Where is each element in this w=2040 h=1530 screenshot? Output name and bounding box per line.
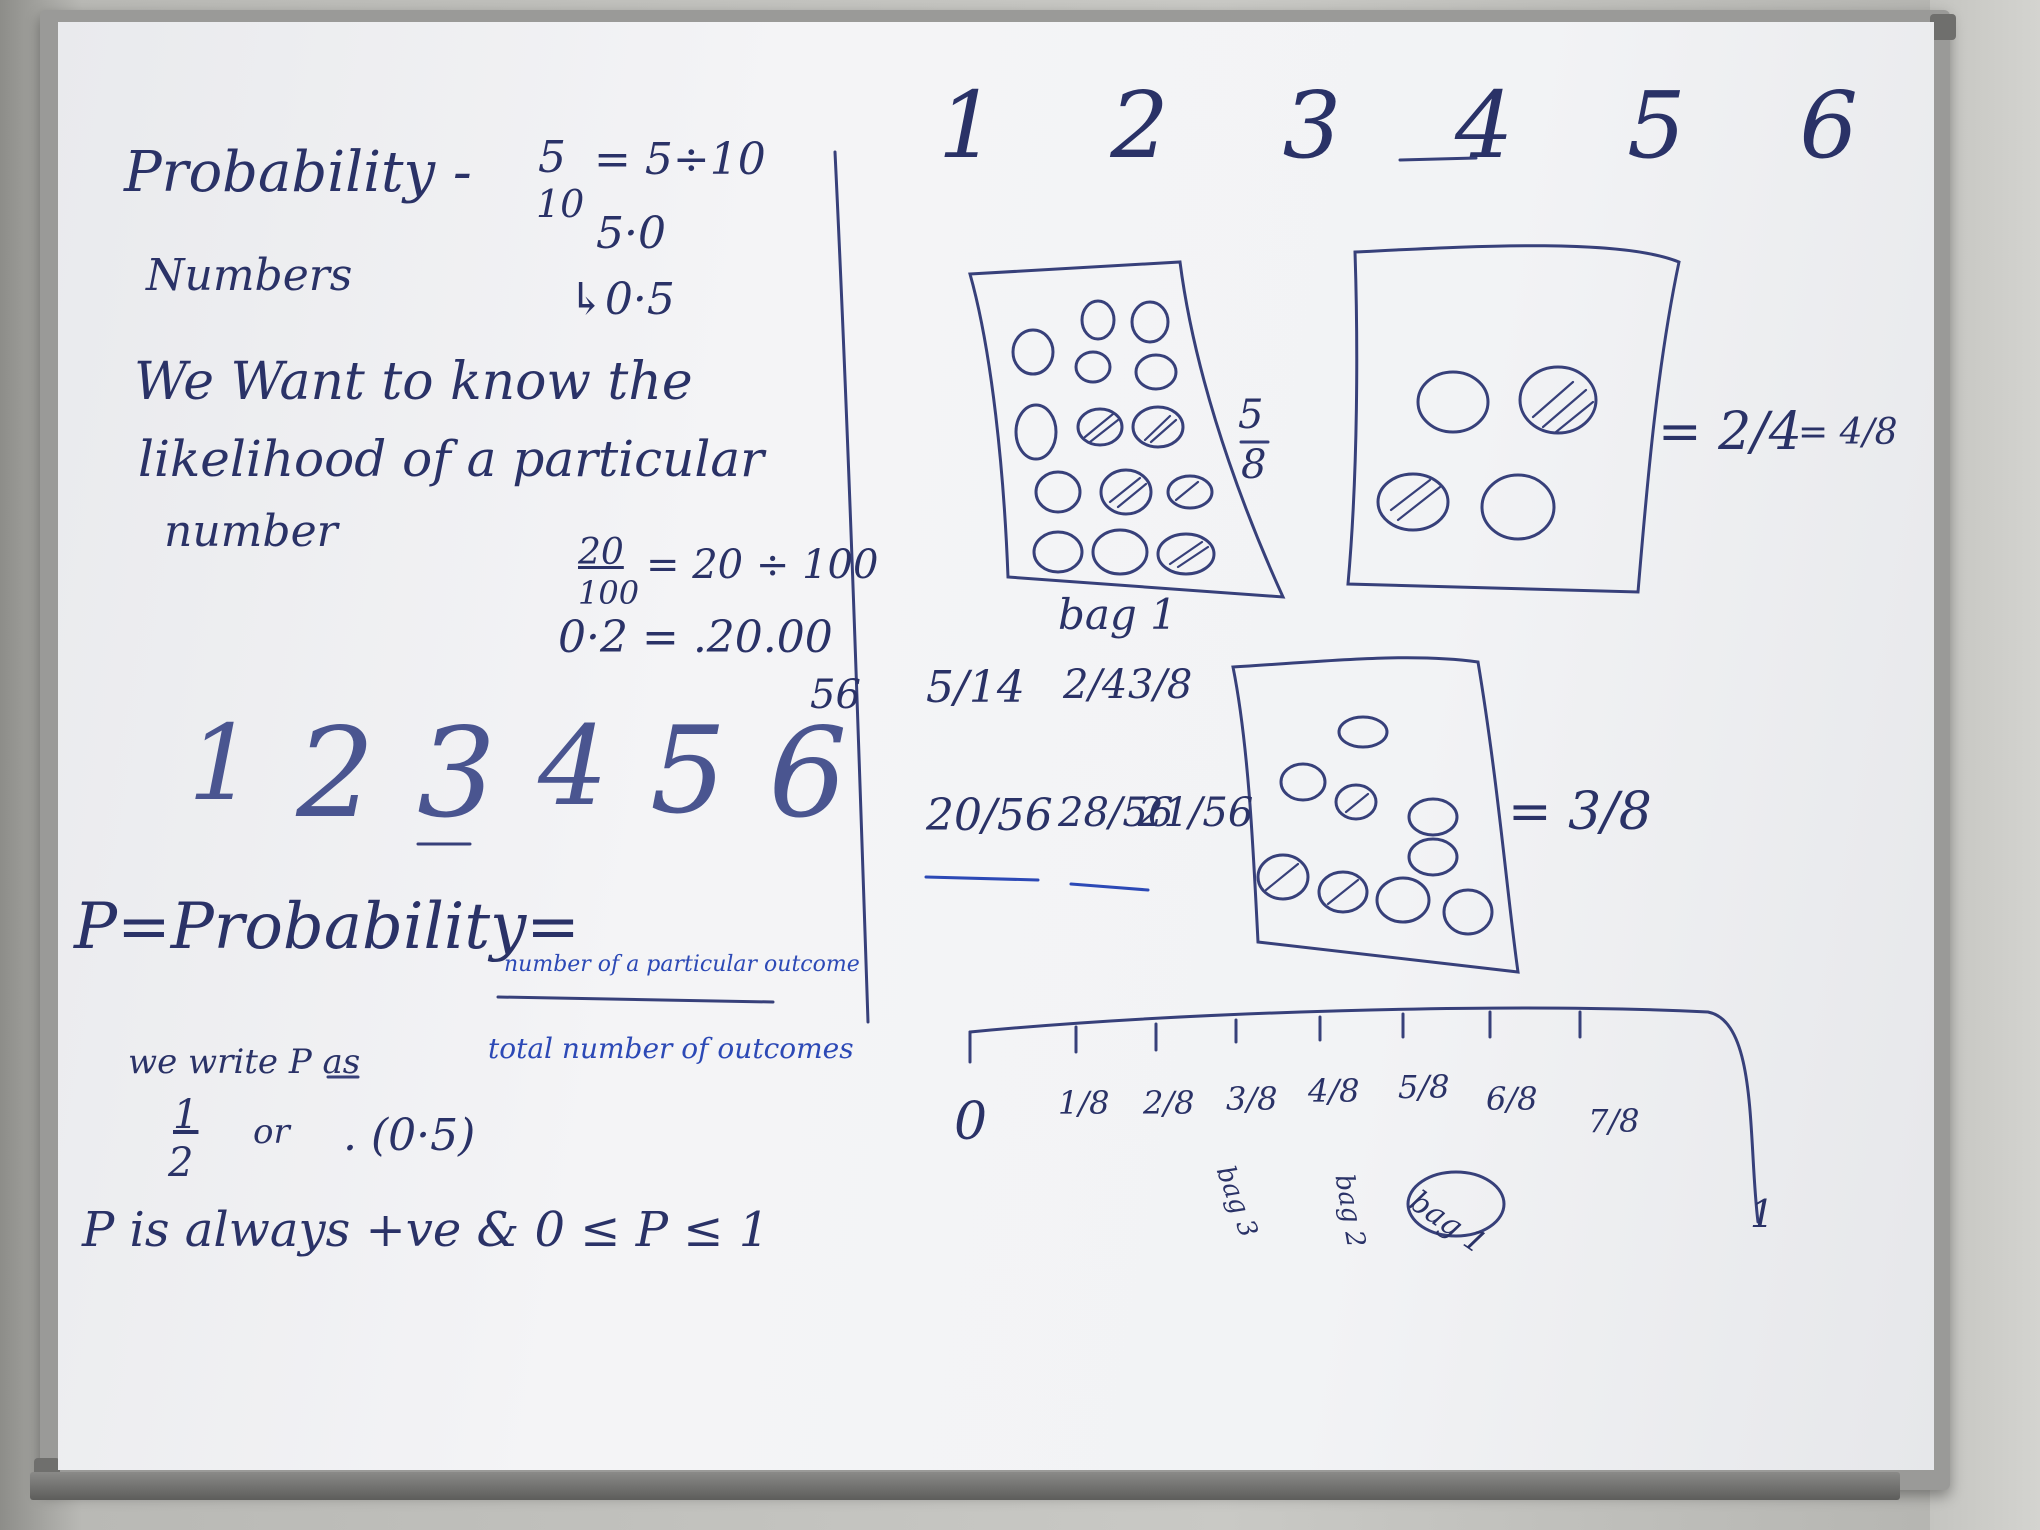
division-result: 0·2 = .20.00 (558, 612, 833, 663)
bag-1-outline (968, 260, 1286, 599)
digits-row: 1 2 3 4 5 6 (188, 702, 847, 846)
number-line-ticks (968, 1010, 1582, 1064)
fraction-numerator: 5 (538, 132, 566, 183)
number-line-label: 1/8 (1058, 1084, 1110, 1122)
digit: 1 (188, 702, 255, 824)
bag-2-fraction-equivalent: = 4/8 (1798, 412, 1898, 453)
marker-tray (30, 1472, 1900, 1500)
heading-probability: Probability - (124, 140, 472, 205)
number-line-label: 3/8 (1226, 1080, 1278, 1118)
digit: 6 (1799, 72, 1858, 179)
fraction: 5/14 (926, 662, 1025, 713)
underline (1069, 882, 1150, 892)
bag-1-balls (1011, 299, 1216, 576)
bag-2-balls (1376, 365, 1598, 541)
fraction-denominator: 2 (168, 1140, 194, 1186)
underline (1398, 156, 1478, 162)
fraction-numerator: 1 (173, 1092, 199, 1138)
bag-1-fraction-denominator: 8 (1241, 442, 1267, 488)
definition-numerator: number of a particular outcome (504, 952, 860, 977)
fraction: 3/8 (1128, 662, 1193, 708)
whiteboard: Probability - Numbers 5 10 = 5÷10 5·0 ↳0… (58, 22, 1934, 1470)
digit: 6 (768, 702, 848, 846)
number-line (968, 1006, 1760, 1224)
common-denominator: 56 (810, 672, 861, 718)
fraction-bar (496, 995, 775, 1004)
sentence-line: We Want to know the (134, 352, 693, 412)
number-line-label: 4/8 (1308, 1072, 1360, 1110)
fraction: 2/4 (1063, 662, 1128, 708)
bag-1-circle (1406, 1170, 1506, 1238)
number-line-label: 6/8 (1486, 1080, 1538, 1118)
board-drawings (326, 150, 1760, 1238)
bag-1-fraction-numerator: 5 (1238, 392, 1264, 438)
number-line-label: 2/8 (1143, 1084, 1195, 1122)
sentence-line: number (164, 506, 338, 557)
we-write-text: we write P as (128, 1042, 361, 1082)
digit: 2 (296, 702, 376, 846)
bag-3-fraction: = 3/8 (1508, 782, 1652, 842)
fraction: 21/56 (1138, 790, 1254, 836)
digits-row: 1 2 3 4 5 6 (938, 72, 1858, 179)
sentence-line: likelihood of a particular (138, 430, 765, 488)
fraction: 20/56 (926, 790, 1053, 841)
divider-line (833, 150, 870, 1024)
underline (924, 875, 1040, 882)
bag-3-balls (1256, 715, 1494, 936)
decimal-text: . (0·5) (343, 1110, 476, 1161)
number-line-label: 7/8 (1588, 1102, 1640, 1140)
fraction-denominator: 10 (536, 182, 585, 226)
fraction-numerator: 20 (578, 532, 624, 573)
definition-denominator: total number of outcomes (488, 1032, 854, 1065)
number-line-label: 5/8 (1398, 1068, 1450, 1106)
digit: 5 (1627, 72, 1686, 179)
digit: 2 (1110, 72, 1169, 179)
division-equation: = 5÷10 (594, 134, 766, 185)
digit: 4 (537, 702, 608, 830)
division-working: 5·0 (596, 208, 666, 259)
heading-numbers: Numbers (146, 250, 353, 301)
bag-3-outline (1231, 656, 1520, 974)
probability-rule: P is always +ve & 0 ≤ P ≤ 1 (82, 1202, 770, 1258)
digit: 3 (417, 702, 496, 846)
division-equation: = 20 ÷ 100 (646, 542, 879, 588)
number-line-label: 1 (1750, 1192, 1775, 1236)
fraction: 28/56 (1058, 790, 1174, 836)
digit: 5 (649, 702, 727, 841)
probability-definition: P=Probability= (74, 890, 580, 964)
digit: 1 (938, 72, 997, 179)
fraction-denominator: 100 (578, 574, 640, 612)
or-text: or (253, 1112, 290, 1152)
bag-1-label: bag 1 (1058, 590, 1177, 639)
bag-2-outline (1346, 244, 1681, 594)
number-line-label: 0 (954, 1092, 988, 1152)
digit: 3 (1282, 72, 1342, 179)
bag-2-fraction: = 2/4 (1658, 402, 1802, 462)
frame-corner (1930, 14, 1956, 40)
digit: 4 (1454, 72, 1514, 179)
division-result: ↳0·5 (568, 274, 675, 325)
